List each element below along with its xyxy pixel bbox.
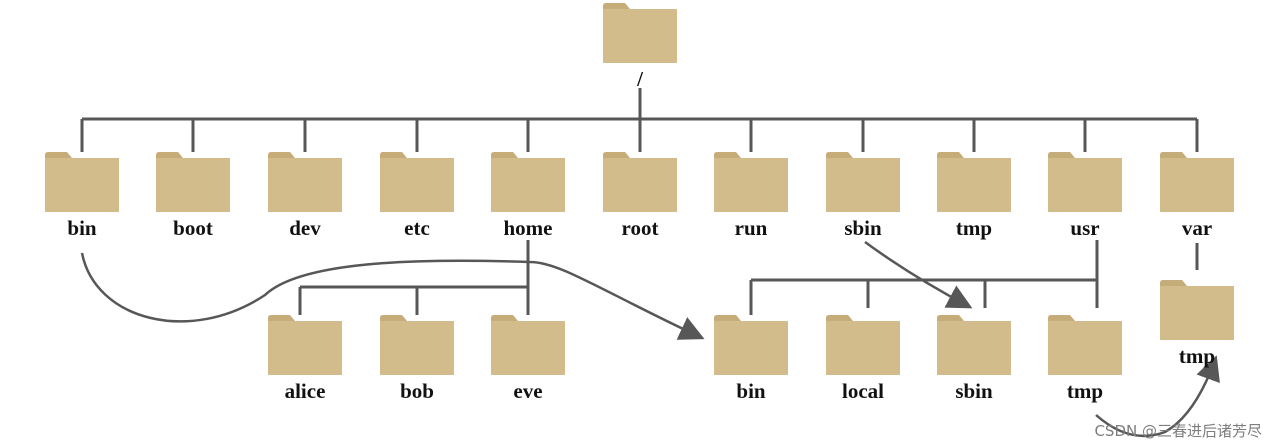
symlink-arrow-sbin (864, 240, 973, 309)
folder-usr: usr (1048, 152, 1122, 240)
folder-label: var (1182, 216, 1212, 240)
folder-root: root (603, 152, 677, 240)
folder-home-bob: bob (380, 315, 454, 403)
folder-label: bob (400, 379, 434, 403)
folder-var: var (1160, 152, 1234, 240)
folder-bin: bin (45, 152, 119, 240)
folder-label: usr (1070, 216, 1099, 240)
folder-label: local (842, 379, 884, 403)
folder-home-alice: alice (268, 315, 342, 403)
folder-icon (1048, 158, 1122, 212)
folder-icon (268, 158, 342, 212)
folder-label: / (636, 67, 644, 91)
folder-label: bin (736, 379, 766, 403)
folder-sbin: sbin (826, 152, 900, 240)
folder-root: / (603, 3, 677, 91)
folder-label: run (735, 216, 768, 240)
folder-icon (380, 321, 454, 375)
folder-label: etc (404, 216, 430, 240)
folder-label: home (504, 216, 553, 240)
folder-home-eve: eve (491, 315, 565, 403)
folder-icon (826, 158, 900, 212)
folder-icon (714, 321, 788, 375)
folder-label: tmp (1067, 379, 1103, 403)
symlink-arrow-tmp (1095, 355, 1220, 438)
folder-boot: boot (156, 152, 230, 240)
folder-usr-tmp: tmp (1048, 315, 1122, 403)
symlink-arrows (80, 240, 1220, 438)
folder-usr-sbin: sbin (937, 315, 1011, 403)
folder-label: boot (173, 216, 213, 240)
folder-icon (1160, 158, 1234, 212)
symlink-arrow-bin (80, 252, 705, 340)
folder-icon (491, 321, 565, 375)
folder-icon (1048, 321, 1122, 375)
folder-icon (45, 158, 119, 212)
folder-run: run (714, 152, 788, 240)
folder-label: eve (513, 379, 542, 403)
folder-icon (156, 158, 230, 212)
folder-icon (826, 321, 900, 375)
folder-icon (603, 9, 677, 63)
folder-usr-local: local (826, 315, 900, 403)
folder-home: home (491, 152, 565, 240)
folder-label: sbin (844, 216, 882, 240)
folder-label: root (622, 216, 659, 240)
folder-usr-bin: bin (714, 315, 788, 403)
folder-label: tmp (956, 216, 992, 240)
folder-var-tmp: tmp (1160, 280, 1234, 368)
folder-label: bin (67, 216, 97, 240)
folder-icon (714, 158, 788, 212)
folder-etc: etc (380, 152, 454, 240)
folder-icon (937, 158, 1011, 212)
folder-icon (268, 321, 342, 375)
folder-icon (1160, 286, 1234, 340)
watermark: CSDN @三春进后诸芳尽 (1094, 422, 1262, 440)
folder-nodes: / bin boot dev etc home root run sbin tmp usr var al… (45, 3, 1234, 403)
folder-icon (603, 158, 677, 212)
folder-label: tmp (1179, 344, 1215, 368)
folder-icon (937, 321, 1011, 375)
folder-icon (380, 158, 454, 212)
folder-tmp: tmp (937, 152, 1011, 240)
folder-icon (491, 158, 565, 212)
folder-label: dev (289, 216, 321, 240)
folder-dev: dev (268, 152, 342, 240)
tree-edges (80, 88, 1199, 315)
folder-label: alice (285, 379, 326, 403)
folder-label: sbin (955, 379, 993, 403)
